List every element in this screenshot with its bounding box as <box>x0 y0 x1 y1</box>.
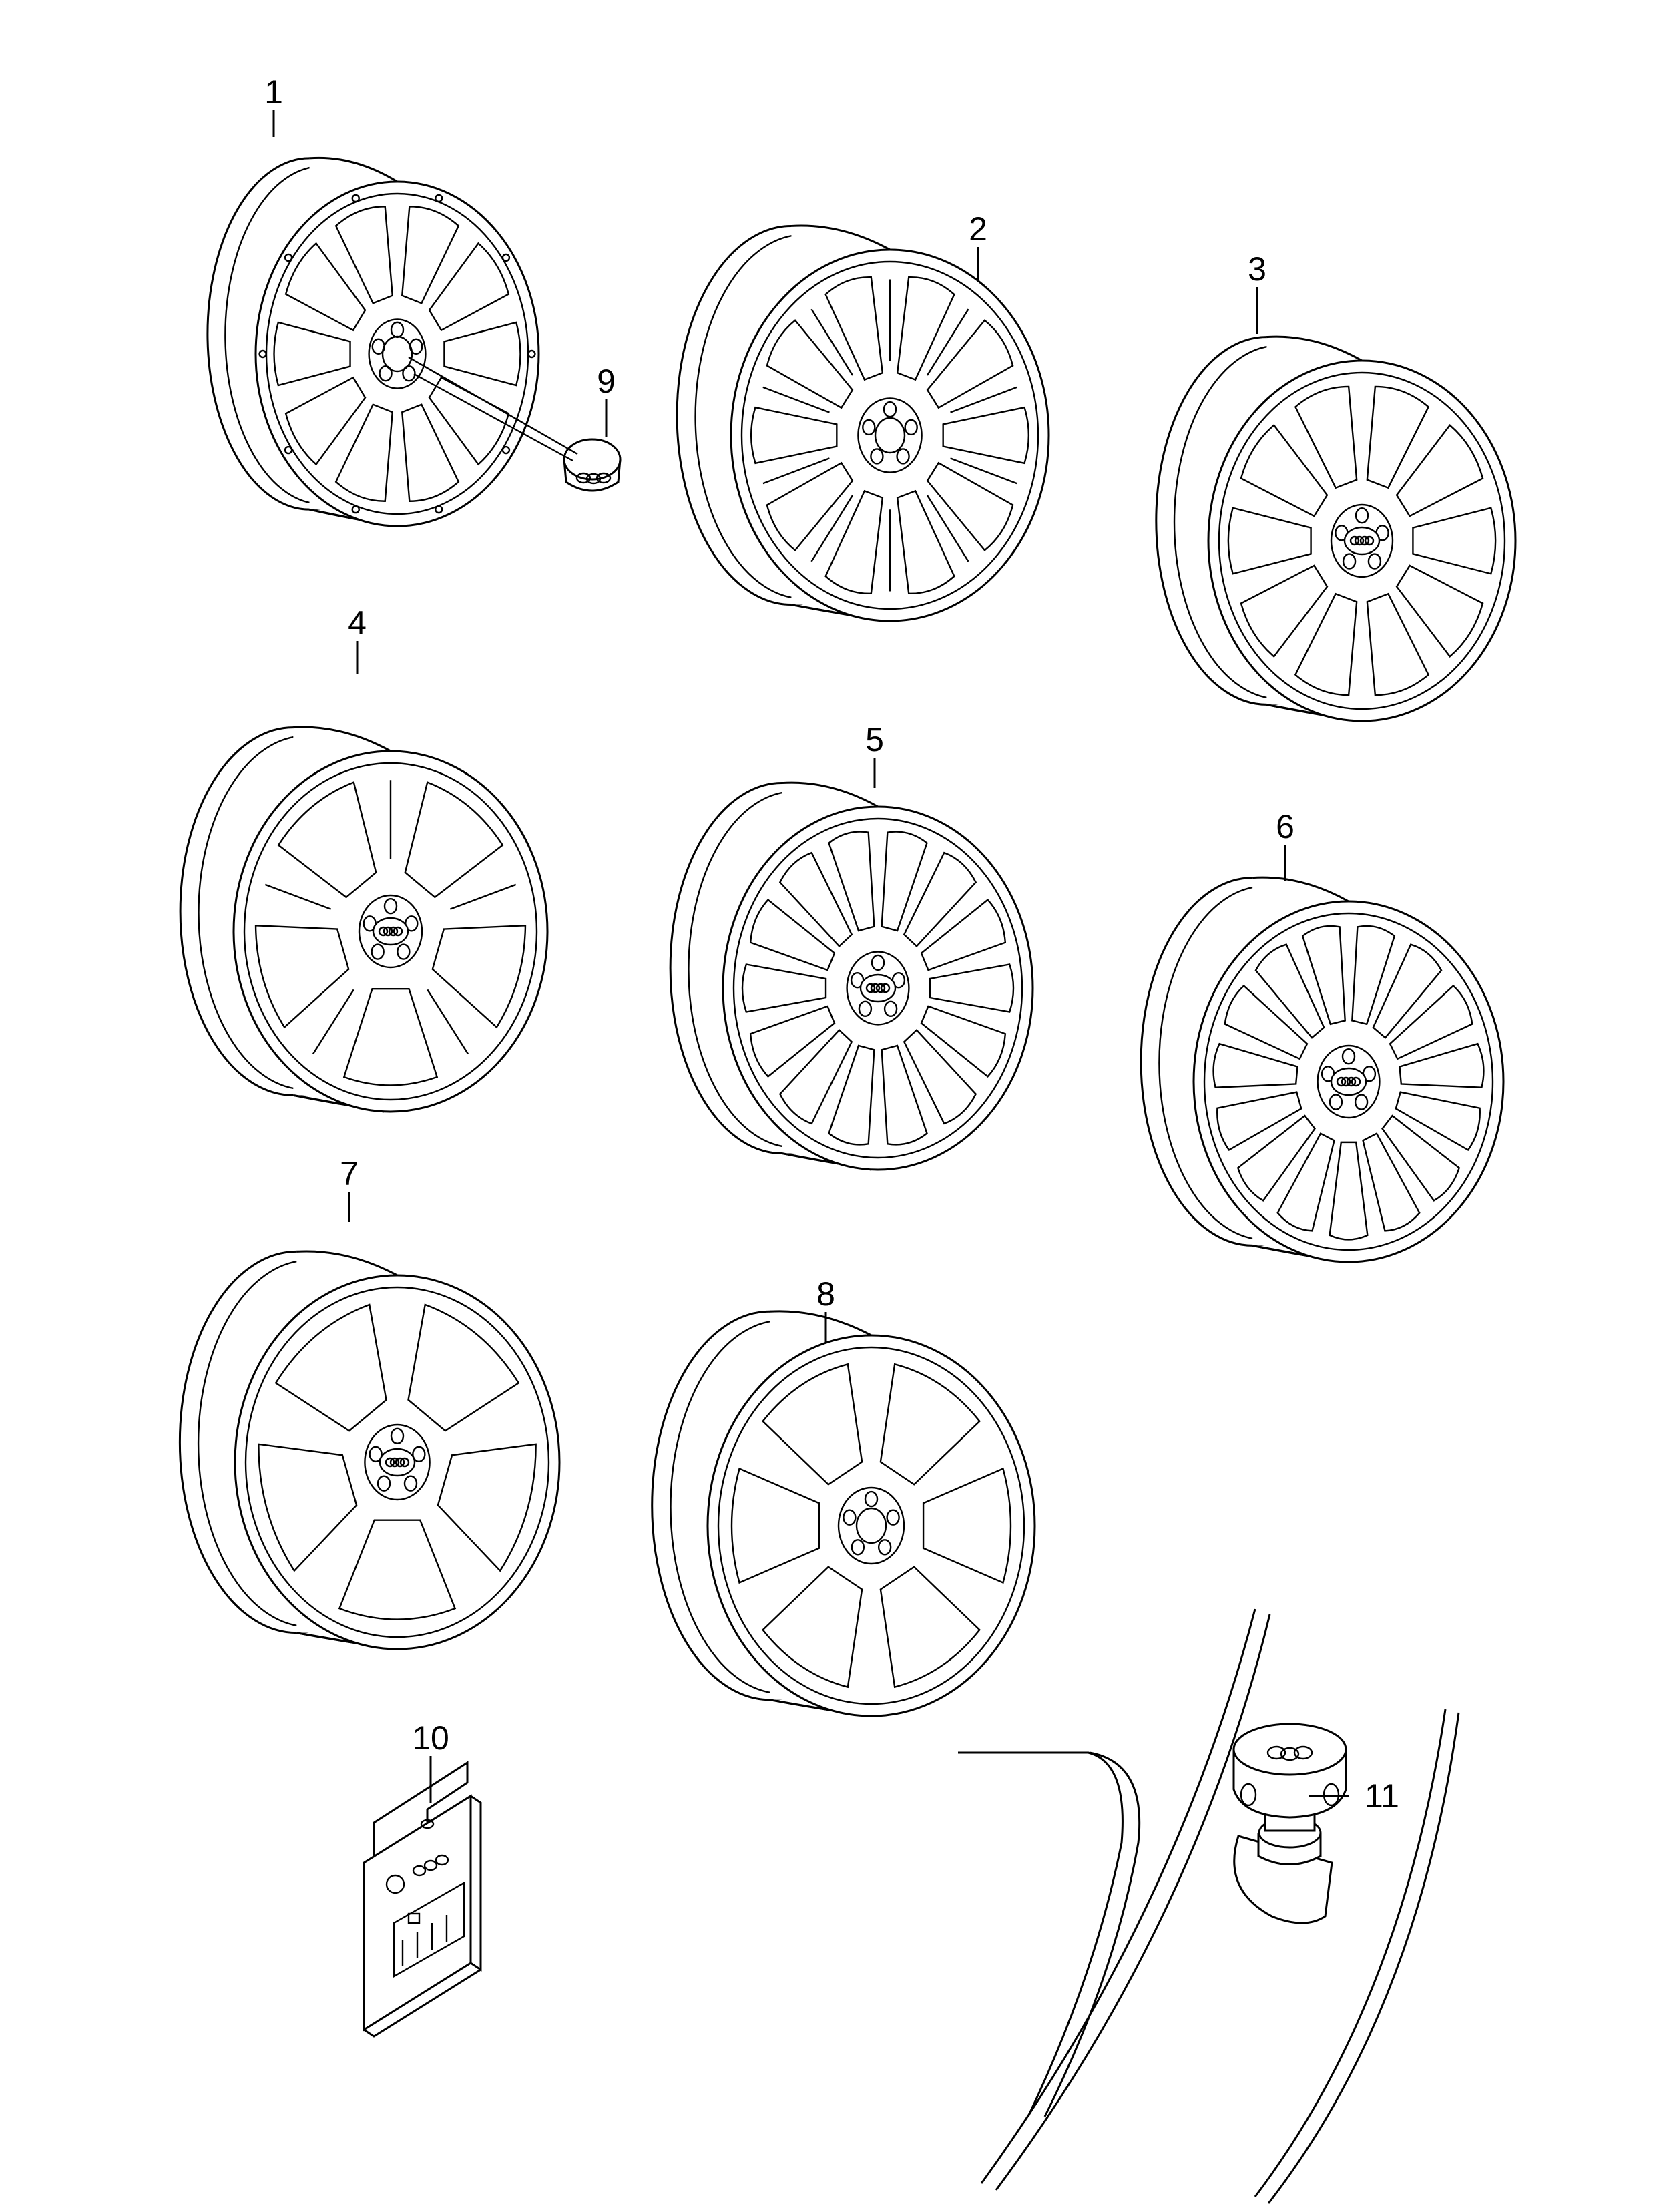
wheel-4 <box>179 726 549 1113</box>
callout-9: 9 <box>597 363 616 400</box>
wheel-5 <box>669 781 1034 1171</box>
callout-5: 5 <box>865 721 884 758</box>
callout-3: 3 <box>1248 250 1266 288</box>
wheel-7 <box>178 1250 561 1650</box>
valve-cap-set-package-icon <box>363 1761 482 2038</box>
wheel-1 <box>206 156 540 527</box>
wheel-8 <box>651 1310 1036 1717</box>
valve-cap-icon <box>1232 1723 1347 1924</box>
callout-11: 11 <box>1365 1777 1399 1815</box>
wheel-3 <box>1155 335 1517 722</box>
leader-lines <box>272 110 1349 1803</box>
wheel-2 <box>676 224 1050 622</box>
wheel-6 <box>1140 876 1505 1263</box>
callout-6: 6 <box>1276 808 1294 845</box>
tyre-section-icon <box>958 1608 1460 2204</box>
wheel-group <box>178 156 1517 1717</box>
callout-10: 10 <box>412 1719 449 1757</box>
callout-7: 7 <box>340 1155 359 1192</box>
callout-4: 4 <box>348 604 367 642</box>
hub-cap-icon <box>563 438 622 492</box>
callout-8: 8 <box>816 1275 835 1313</box>
callout-2: 2 <box>969 210 987 248</box>
callout-1: 1 <box>264 73 283 111</box>
